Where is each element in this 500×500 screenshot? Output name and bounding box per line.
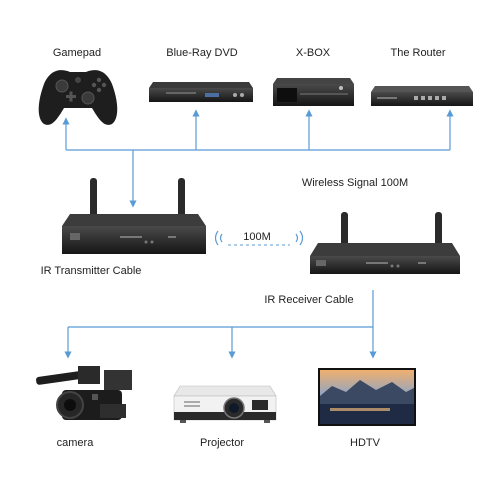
router-icon: [371, 86, 473, 106]
wireless-signal-label: Wireless Signal 100M: [302, 177, 408, 189]
camcorder-icon: [36, 366, 132, 420]
router-label: The Router: [390, 47, 445, 59]
dvd-player-icon: [149, 82, 253, 102]
distance-label: 100M: [243, 231, 271, 243]
receiver-label: IR Receiver Cable: [264, 294, 353, 306]
gamepad-icon: [38, 70, 118, 125]
transmitter-label: IR Transmitter Cable: [41, 265, 142, 277]
dvd-label: Blue-Ray DVD: [166, 47, 238, 59]
transmitter-device-icon: [62, 178, 206, 254]
hdtv-label: HDTV: [350, 437, 381, 449]
gamepad-label: Gamepad: [53, 47, 101, 59]
hdtv-icon: [318, 368, 416, 426]
camera-label: camera: [57, 437, 95, 449]
xbox-label: X-BOX: [296, 47, 331, 59]
output-connectors: [64, 290, 377, 359]
wireless-waves-icon: [214, 230, 304, 246]
receiver-device-icon: [310, 212, 460, 274]
xbox-icon: [273, 78, 354, 106]
projector-icon: [173, 385, 277, 423]
input-connectors: [62, 109, 454, 208]
projector-label: Projector: [200, 437, 244, 449]
